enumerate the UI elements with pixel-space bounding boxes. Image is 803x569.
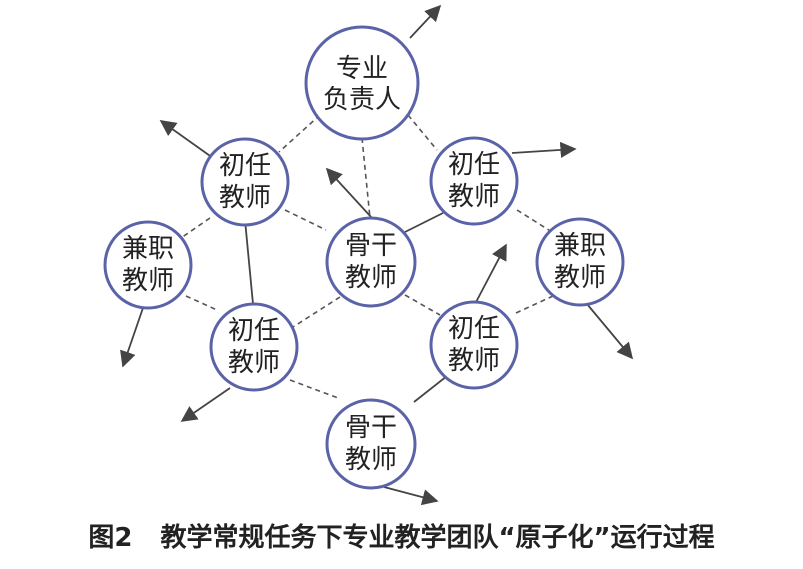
- figure-number: 图2: [88, 523, 133, 553]
- node-backbone-bottom-label-1: 骨干: [345, 413, 397, 443]
- arrow-backboneB-outward: [383, 486, 439, 506]
- node-parttime-left-circle: [103, 220, 193, 310]
- node-backbone-center-label-2: 教师: [345, 263, 397, 293]
- dashed-link-noviceBL-backboneB: [289, 379, 339, 399]
- dashed-link-head-noviceTL: [278, 114, 321, 153]
- figure-caption-text: 教学常规任务下专业教学团队“原子化”运行过程: [160, 523, 715, 553]
- node-parttime-right-circle: [535, 217, 625, 307]
- node-backbone-bottom-label-2: 教师: [345, 445, 397, 475]
- node-head-label-2: 负责人: [323, 85, 401, 115]
- node-backbone-center-circle: [325, 216, 417, 308]
- arrow-noviceTR-outward: [511, 141, 577, 159]
- arrow-head-outward: [409, 4, 442, 39]
- arrow-parttimeR-outward: [581, 297, 634, 360]
- solid-link-noviceBR-backboneB: [413, 375, 448, 403]
- dashed-link-head-backbone: [361, 137, 371, 219]
- node-novice-top-left-circle: [200, 137, 290, 227]
- dashed-link-head-noviceTR: [407, 114, 438, 151]
- dashed-link-noviceTR-parttimeR: [516, 209, 553, 233]
- node-parttime-left-label-2: 教师: [122, 266, 174, 296]
- arrow-parttimeL-outward: [120, 304, 145, 368]
- arrow-noviceBL-outward: [180, 387, 231, 422]
- node-backbone-bottom-circle: [325, 398, 417, 490]
- solid-link-noviceTL-noviceBL: [244, 219, 254, 305]
- arrow-noviceBR-outward: [474, 243, 507, 305]
- node-novice-top-right-label-1: 初任: [448, 150, 500, 180]
- figure-caption: 图2 教学常规任务下专业教学团队“原子化”运行过程: [0, 518, 803, 558]
- node-head-label-1: 专业: [336, 54, 388, 84]
- node-novice-top-right-circle: [429, 136, 519, 226]
- node-novice-top-right-label-2: 教师: [448, 182, 500, 212]
- dashed-link-backbone-noviceBL: [292, 296, 341, 328]
- node-novice-bottom-left-circle: [209, 302, 299, 392]
- node-parttime-left-label-1: 兼职: [122, 234, 174, 264]
- node-backbone-center-label-1: 骨干: [345, 231, 397, 261]
- dashed-link-noviceTL-backbone: [284, 209, 327, 231]
- node-novice-bottom-right-label-2: 教师: [448, 346, 500, 376]
- node-novice-bottom-left-label-1: 初任: [228, 316, 280, 346]
- node-novice-top-left-label-2: 教师: [219, 183, 271, 213]
- arrow-noviceTL-outward: [159, 120, 214, 159]
- node-head-circle: [304, 25, 420, 141]
- node-novice-bottom-left-label-2: 教师: [228, 348, 280, 378]
- node-parttime-right-label-1: 兼职: [554, 231, 606, 261]
- team-diagram: 专业 负责人 初任 教师 初任 教师 兼职 教师 骨干 教师 兼职 教师 初任 …: [103, 4, 634, 506]
- solid-link-noviceTR-backbone: [404, 212, 444, 233]
- node-novice-bottom-right-label-1: 初任: [448, 314, 500, 344]
- dashed-link-noviceTL-parttimeL: [177, 217, 211, 241]
- dashed-link-backbone-noviceBR: [404, 294, 441, 316]
- dashed-link-noviceBR-parttimeR: [515, 295, 554, 314]
- arrow-backbone-outward: [325, 167, 373, 219]
- node-novice-top-left-label-1: 初任: [219, 151, 271, 181]
- dashed-link-parttimeL-noviceBL: [185, 295, 218, 311]
- node-parttime-right-label-2: 教师: [554, 263, 606, 293]
- node-novice-bottom-right-circle: [429, 300, 519, 390]
